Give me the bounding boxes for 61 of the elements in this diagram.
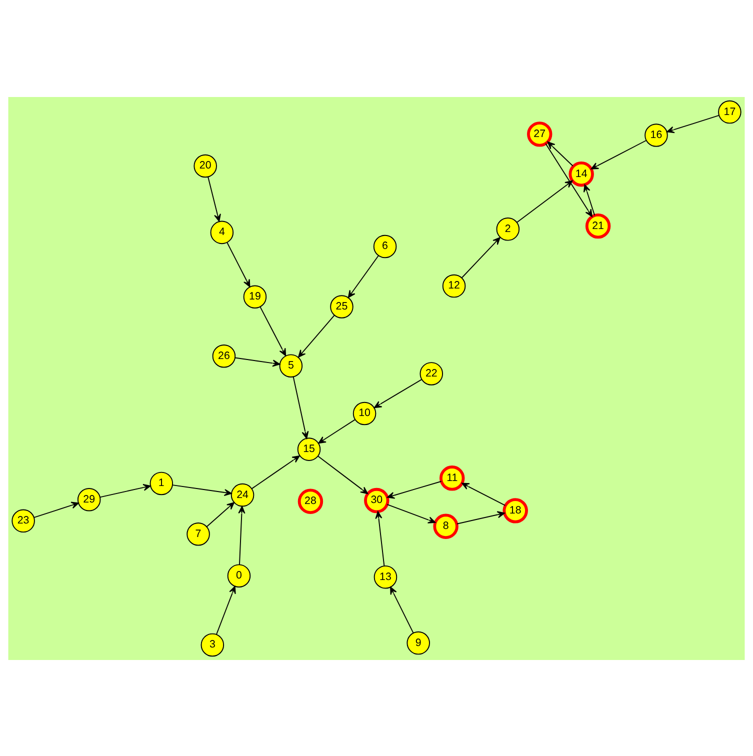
arrow bbox=[100, 483, 151, 498]
arrow bbox=[34, 501, 79, 518]
node-circle: 27 bbox=[527, 121, 552, 146]
arrow bbox=[374, 378, 422, 408]
node-circle: 8 bbox=[433, 513, 458, 538]
arrow bbox=[216, 585, 236, 634]
arrow bbox=[545, 142, 592, 216]
arrow bbox=[251, 454, 300, 489]
arrow bbox=[390, 586, 414, 634]
node-circle: 25 bbox=[330, 294, 354, 318]
node-circle: 18 bbox=[502, 498, 528, 523]
arrow bbox=[234, 356, 280, 366]
node-circle: 0 bbox=[227, 564, 251, 587]
node-circle: 28 bbox=[298, 488, 324, 514]
node-circle: 11 bbox=[440, 465, 465, 490]
arrow bbox=[462, 482, 506, 506]
arrow bbox=[226, 242, 250, 287]
arrow bbox=[590, 140, 647, 169]
node-circle: 5 bbox=[279, 354, 303, 377]
node-circle: 14 bbox=[568, 160, 594, 186]
arrow bbox=[583, 184, 596, 216]
arrow bbox=[547, 140, 574, 166]
arrow bbox=[462, 236, 500, 278]
arrow bbox=[172, 484, 232, 496]
arrow bbox=[318, 455, 368, 494]
node-circle: 3 bbox=[200, 632, 224, 656]
arrow bbox=[298, 314, 335, 357]
arrow bbox=[292, 376, 309, 438]
node-circle: 6 bbox=[373, 234, 397, 258]
node-circle: 12 bbox=[442, 274, 466, 298]
node-circle: 2 bbox=[496, 217, 520, 240]
arrow bbox=[375, 510, 385, 566]
node-circle: 26 bbox=[212, 344, 236, 368]
node-circle: 9 bbox=[406, 630, 430, 654]
node-circle: 15 bbox=[297, 437, 321, 460]
node-circle: 24 bbox=[230, 482, 254, 506]
arrow bbox=[238, 505, 246, 565]
node-circle: 21 bbox=[585, 212, 611, 238]
node-circle: 20 bbox=[194, 154, 217, 178]
node-circle: 30 bbox=[364, 487, 390, 513]
arrow bbox=[208, 176, 221, 222]
node-circle: 17 bbox=[718, 100, 742, 124]
arrow bbox=[386, 503, 436, 523]
node-circle: 19 bbox=[243, 284, 267, 308]
node-circle: 22 bbox=[420, 362, 444, 385]
node-circle: 4 bbox=[210, 220, 234, 244]
node-circle: 1 bbox=[150, 471, 174, 495]
node-circle: 29 bbox=[77, 488, 101, 511]
node-circle: 16 bbox=[644, 123, 668, 146]
arrow bbox=[348, 254, 379, 298]
arrow bbox=[516, 180, 573, 222]
node-circle: 10 bbox=[352, 401, 376, 425]
arrow bbox=[456, 510, 505, 524]
node-circle: 13 bbox=[374, 564, 398, 588]
arrow bbox=[666, 114, 720, 133]
arrow bbox=[318, 418, 356, 444]
arrow bbox=[386, 480, 442, 498]
arrow bbox=[206, 502, 234, 527]
arrow bbox=[260, 306, 286, 356]
node-circle: 23 bbox=[12, 508, 35, 532]
node-circle: 7 bbox=[186, 522, 210, 546]
